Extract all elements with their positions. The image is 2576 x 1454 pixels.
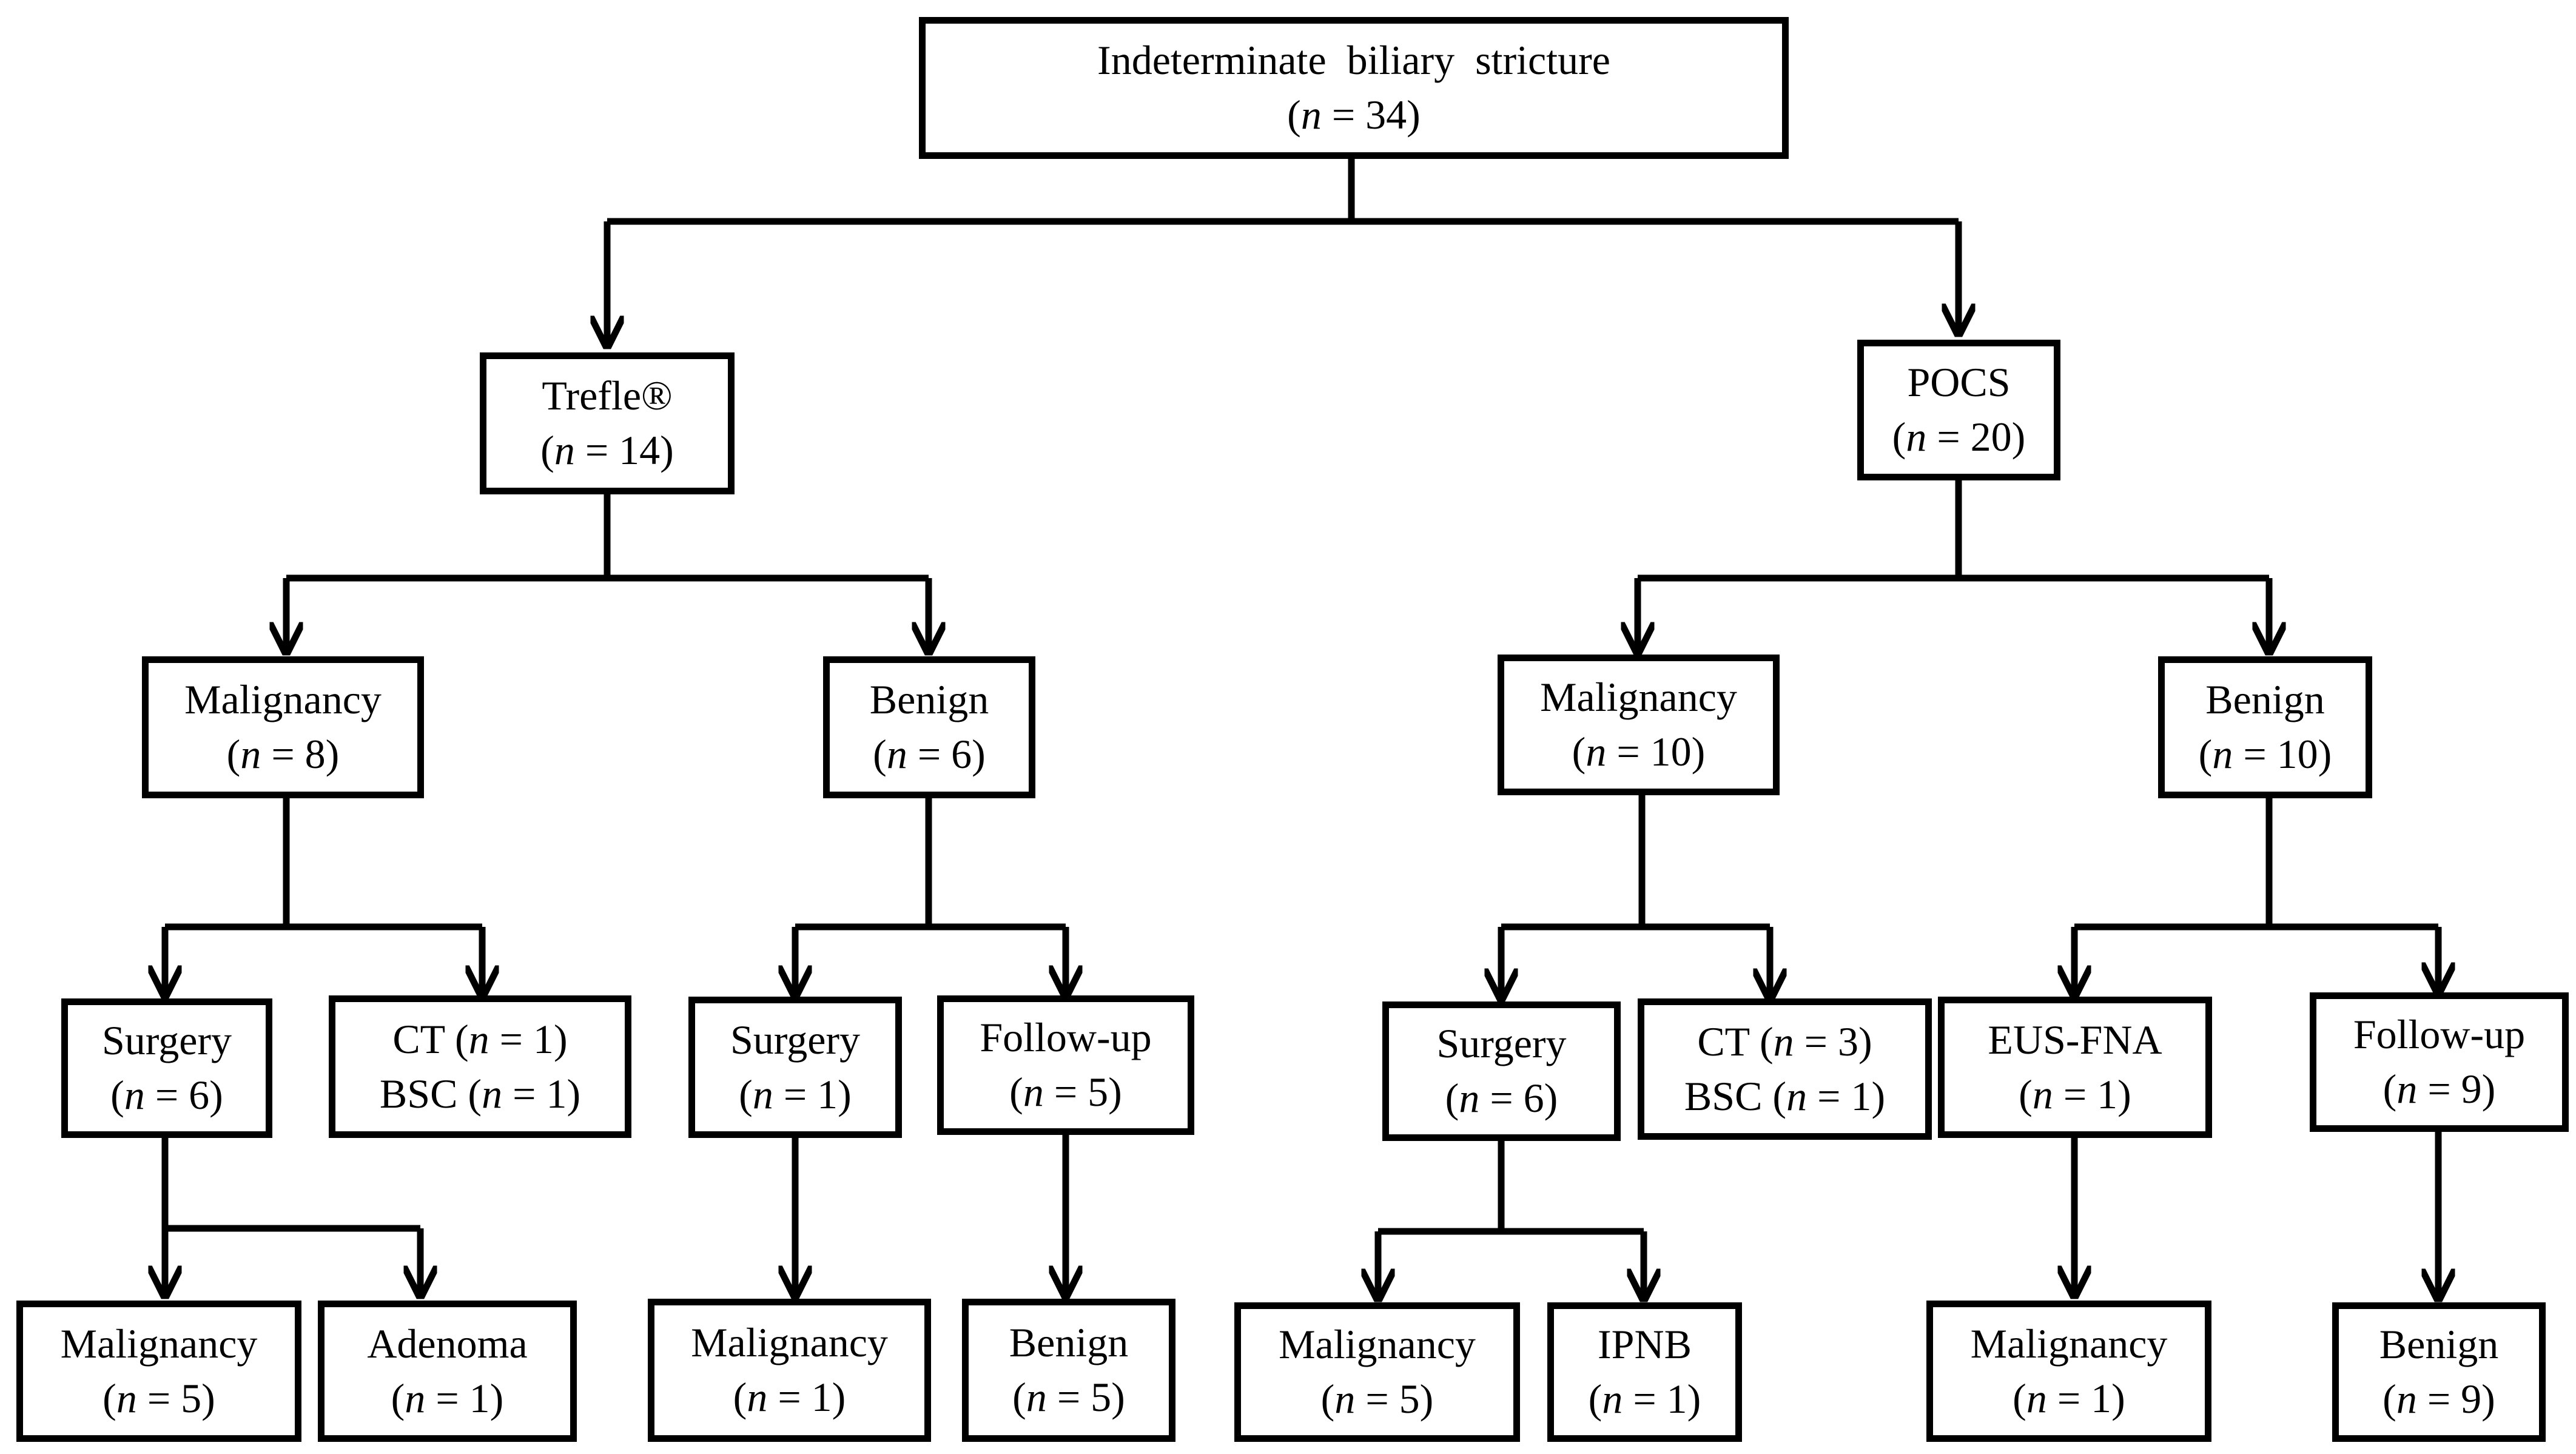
pocs-malignancy-surgery-node: Surgery (n = 6) bbox=[1382, 1001, 1621, 1141]
pocs-benign-eusfna-title: EUS-FNA bbox=[1988, 1016, 2162, 1063]
pocs-malignancy-ct-bsc-node: CT (n = 3) BSC (n = 1) bbox=[1638, 998, 1932, 1140]
bsc-count: 1 bbox=[546, 1070, 567, 1117]
trefle-malignancy-surgery-node: Surgery (n = 6) bbox=[61, 998, 272, 1138]
trefle-malignancy-count: 8 bbox=[304, 731, 326, 777]
pocs-benign-count: 10 bbox=[2276, 731, 2318, 777]
leaf-title: Malignancy bbox=[691, 1319, 888, 1366]
pocs-benign-eusfna-count: 1 bbox=[2097, 1071, 2118, 1117]
trefle-malignancy-title: Malignancy bbox=[184, 676, 382, 723]
trefle-benign-count: 6 bbox=[951, 731, 972, 777]
pocs-malignancy-count: 10 bbox=[1650, 729, 1692, 775]
trefle-benign-surgery-node: Surgery (n = 1) bbox=[688, 997, 902, 1138]
trefle-malignancy-surgery-title: Surgery bbox=[101, 1017, 232, 1064]
leaf-count: 5 bbox=[181, 1375, 202, 1421]
trefle-benign-surgery-count: 1 bbox=[817, 1071, 838, 1117]
pocs-malignancy-surgery-count: 6 bbox=[1523, 1075, 1544, 1121]
leaf-count: 5 bbox=[1091, 1374, 1112, 1420]
leaf-title: Benign bbox=[1009, 1319, 1129, 1366]
leaf-count: 1 bbox=[469, 1375, 490, 1421]
pocs-malignancy-title: Malignancy bbox=[1540, 674, 1737, 721]
trefle-malignancy-surgery-count: 6 bbox=[189, 1072, 210, 1118]
pocs-benign-title: Benign bbox=[2205, 676, 2325, 723]
leaf-count: 9 bbox=[2461, 1376, 2482, 1422]
trefle-count: 14 bbox=[619, 427, 661, 473]
pocs-node: POCS (n = 20) bbox=[1857, 340, 2060, 480]
trefle-benign-followup-title: Follow-up bbox=[980, 1014, 1152, 1061]
ct-label: CT bbox=[392, 1015, 445, 1062]
leaf-pocs-eusfna-malignancy-node: Malignancy (n = 1) bbox=[1926, 1301, 2211, 1442]
leaf-count: 5 bbox=[1399, 1376, 1420, 1422]
leaf-count: 1 bbox=[1666, 1376, 1687, 1422]
root-count: 34 bbox=[1365, 92, 1407, 138]
pocs-malignancy-surgery-title: Surgery bbox=[1436, 1020, 1567, 1067]
bsc-label: BSC bbox=[379, 1070, 458, 1117]
leaf-trefle-malignancy-node: Malignancy (n = 5) bbox=[16, 1301, 301, 1442]
bsc-label: BSC bbox=[1684, 1072, 1763, 1119]
pocs-malignancy-node: Malignancy (n = 10) bbox=[1498, 655, 1780, 795]
ct-label: CT bbox=[1697, 1018, 1749, 1065]
pocs-benign-followup-count: 9 bbox=[2461, 1066, 2482, 1112]
leaf-title: Benign bbox=[2379, 1321, 2499, 1368]
trefle-benign-title: Benign bbox=[869, 676, 989, 723]
root-title: Indeterminate biliary stricture bbox=[1097, 37, 1610, 84]
bsc-count: 1 bbox=[1851, 1072, 1872, 1119]
trefle-benign-surgery-title: Surgery bbox=[730, 1016, 861, 1063]
leaf-title: Adenoma bbox=[367, 1320, 528, 1367]
pocs-benign-node: Benign (n = 10) bbox=[2158, 656, 2372, 798]
leaf-title: IPNB bbox=[1598, 1321, 1692, 1368]
trefle-malignancy-ct-bsc-node: CT (n = 1) BSC (n = 1) bbox=[329, 995, 631, 1138]
trefle-node: Trefle® (n = 14) bbox=[480, 352, 735, 494]
root-node: Indeterminate biliary stricture (n = 34) bbox=[919, 17, 1789, 159]
leaf-trefle-adenoma-node: Adenoma (n = 1) bbox=[318, 1301, 577, 1442]
leaf-count: 1 bbox=[2091, 1375, 2112, 1421]
pocs-benign-followup-title: Follow-up bbox=[2353, 1011, 2526, 1058]
leaf-title: Malignancy bbox=[1279, 1321, 1476, 1368]
trefle-benign-followup-node: Follow-up (n = 5) bbox=[937, 995, 1194, 1135]
leaf-trefle-benign-malignancy-node: Malignancy (n = 1) bbox=[648, 1299, 931, 1442]
leaf-trefle-benign-benign-node: Benign (n = 5) bbox=[962, 1299, 1175, 1442]
ct-count: 3 bbox=[1838, 1018, 1859, 1065]
leaf-pocs-benign-node: Benign (n = 9) bbox=[2332, 1302, 2546, 1442]
trefle-benign-node: Benign (n = 6) bbox=[823, 656, 1035, 798]
pocs-benign-eusfna-node: EUS-FNA (n = 1) bbox=[1938, 997, 2212, 1138]
pocs-count: 20 bbox=[1970, 414, 2012, 460]
leaf-pocs-malignancy-node: Malignancy (n = 5) bbox=[1234, 1302, 1520, 1442]
leaf-count: 1 bbox=[811, 1374, 832, 1420]
trefle-title: Trefle® bbox=[542, 372, 673, 419]
leaf-pocs-ipnb-node: IPNB (n = 1) bbox=[1547, 1302, 1742, 1442]
pocs-benign-followup-node: Follow-up (n = 9) bbox=[2310, 992, 2569, 1132]
trefle-benign-followup-count: 5 bbox=[1088, 1069, 1109, 1115]
ct-count: 1 bbox=[533, 1015, 554, 1062]
leaf-title: Malignancy bbox=[60, 1320, 258, 1367]
trefle-malignancy-node: Malignancy (n = 8) bbox=[142, 656, 424, 798]
pocs-title: POCS bbox=[1907, 359, 2011, 406]
leaf-title: Malignancy bbox=[1970, 1320, 2168, 1367]
